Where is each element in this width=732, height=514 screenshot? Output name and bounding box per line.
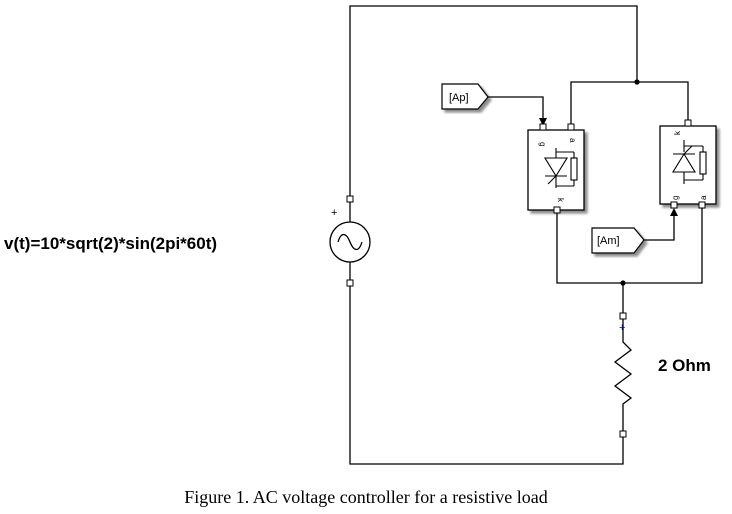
goto-tag-ap[interactable]: [Ap] [441, 83, 489, 110]
wire-cathode-2 [637, 81, 689, 122]
thyristor-1-cathode-label: k [556, 198, 565, 203]
thyristor-2-cathode-label: k [673, 130, 682, 135]
junction-bottom [620, 280, 626, 286]
resistor-plus-sign: + [619, 322, 625, 334]
resistor-zigzag-icon [613, 319, 633, 431]
resistor-port-top [619, 312, 627, 320]
thyristor-1-anode-label: a [568, 138, 577, 143]
sine-wave-icon [337, 233, 363, 251]
source-equation-label: v(t)=10*sqrt(2)*sin(2pi*60t) [4, 234, 218, 253]
source-port-top [346, 195, 354, 203]
resistor-value-label: 2 Ohm [658, 356, 711, 375]
wire-source-top [349, 5, 638, 198]
wire-cathode-1 [556, 212, 623, 284]
source-plus-sign: + [331, 207, 337, 219]
thyristor-1-symbol-icon [544, 148, 578, 188]
resistor[interactable]: + [613, 312, 633, 438]
thyristor-2-port-cathode [684, 119, 692, 127]
thyristor-2-gate-label: g [671, 196, 680, 200]
goto-tag-am-label: [Am] [597, 235, 620, 247]
thyristor-1-port-cathode [553, 206, 561, 214]
goto-tag-am[interactable]: [Am] [591, 227, 645, 254]
wire-anode-1 [570, 81, 637, 126]
resistor-port-bottom [619, 430, 627, 438]
wire-gate-2 [644, 208, 678, 241]
junction-top [634, 79, 640, 85]
thyristor-2-port-anode [698, 201, 706, 209]
wire-gate-1 [488, 96, 547, 126]
ac-voltage-source[interactable]: + [329, 195, 371, 287]
source-port-bottom [346, 279, 354, 287]
figure-caption: Figure 1. AC voltage controller for a re… [184, 487, 548, 507]
thyristor-2-port-gate [670, 201, 678, 209]
thyristor-2[interactable]: k g a [659, 119, 717, 209]
thyristor-2-anode-label: a [699, 195, 708, 200]
thyristor-1-port-gate [539, 123, 547, 131]
thyristor-1-gate-label: g [538, 142, 547, 146]
wires [349, 5, 703, 465]
thyristor-1-port-anode [567, 123, 575, 131]
thyristor-1[interactable]: g a k [527, 123, 585, 214]
goto-tag-ap-label: [Ap] [449, 92, 469, 104]
wire-return [349, 285, 624, 465]
thyristor-2-symbol-icon [672, 140, 707, 184]
wire-anode-2 [622, 208, 703, 316]
